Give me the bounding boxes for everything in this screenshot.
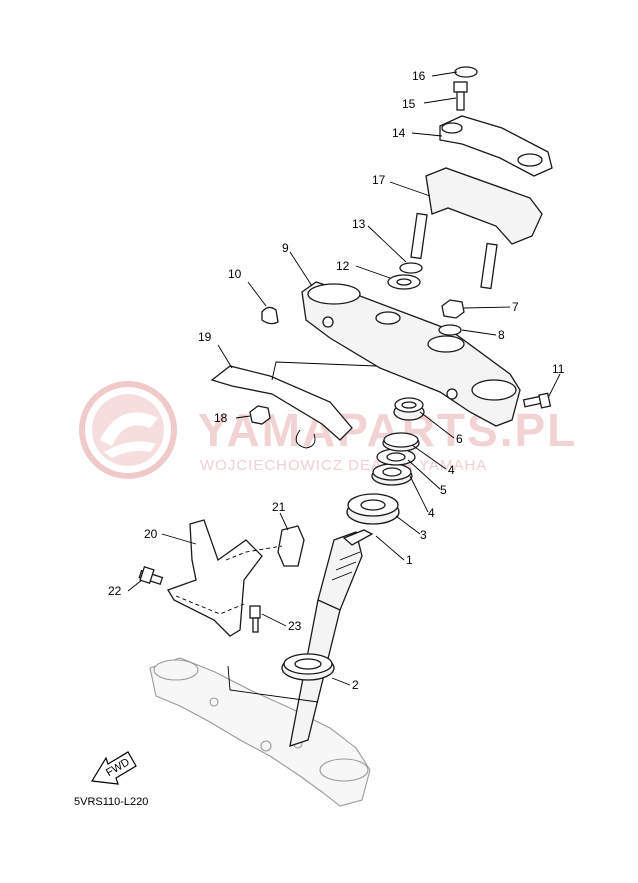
upper-bracket [301, 281, 521, 427]
watermark-tagline: WOJCIECHOWICZ DEALER YAMAHA [200, 457, 487, 474]
flange-nut [249, 405, 271, 425]
lower-bearing [281, 653, 335, 681]
callout-11: 11 [552, 362, 565, 376]
callout-15: 15 [402, 97, 416, 111]
cable-guide [210, 365, 353, 449]
watermark-logo [79, 381, 177, 479]
steering-stem [289, 529, 374, 747]
callout-6: 6 [456, 432, 463, 446]
callout-2: 2 [352, 678, 359, 692]
pinch-bolt [522, 392, 552, 409]
callout-19: 19 [198, 330, 212, 344]
callout-10: 10 [228, 267, 242, 281]
callout-17: 17 [372, 173, 386, 187]
lower-bracket [149, 657, 371, 807]
leader-lines [127, 71, 561, 686]
callout-23: 23 [288, 619, 302, 633]
hose-bracket [167, 519, 263, 637]
forward-arrow-icon: FWD [91, 751, 137, 785]
callout-18: 18 [214, 411, 228, 425]
holder-bolt [453, 66, 478, 111]
handlebar-holder [410, 167, 543, 290]
callout-14: 14 [392, 126, 406, 140]
upper-bearing-stack [346, 397, 425, 525]
callout-labels: 16 15 14 17 13 12 9 10 7 8 11 19 18 6 4 … [108, 69, 565, 692]
bracket-bolt [138, 565, 164, 586]
diagram-code: 5VRS110-L220 [74, 796, 148, 808]
callout-7: 7 [512, 300, 519, 314]
callout-20: 20 [144, 527, 158, 541]
callout-9: 9 [282, 241, 289, 255]
callout-12: 12 [336, 259, 350, 273]
callout-22: 22 [108, 584, 122, 598]
assembly-lines [175, 361, 377, 703]
steering-nut [438, 299, 465, 336]
callout-4-lower: 4 [428, 506, 435, 520]
callout-8: 8 [498, 328, 505, 342]
callout-5: 5 [440, 483, 447, 497]
flange-bolt [249, 605, 261, 633]
top-washers [387, 262, 423, 290]
callout-1: 1 [406, 553, 413, 567]
bracket-cap [261, 306, 279, 325]
callout-13: 13 [352, 217, 366, 231]
callout-21: 21 [272, 500, 286, 514]
callout-3: 3 [420, 528, 427, 542]
guide-clip [277, 525, 305, 567]
callout-4-upper: 4 [448, 463, 455, 477]
upper-holder [439, 115, 553, 177]
callout-16: 16 [412, 69, 426, 83]
